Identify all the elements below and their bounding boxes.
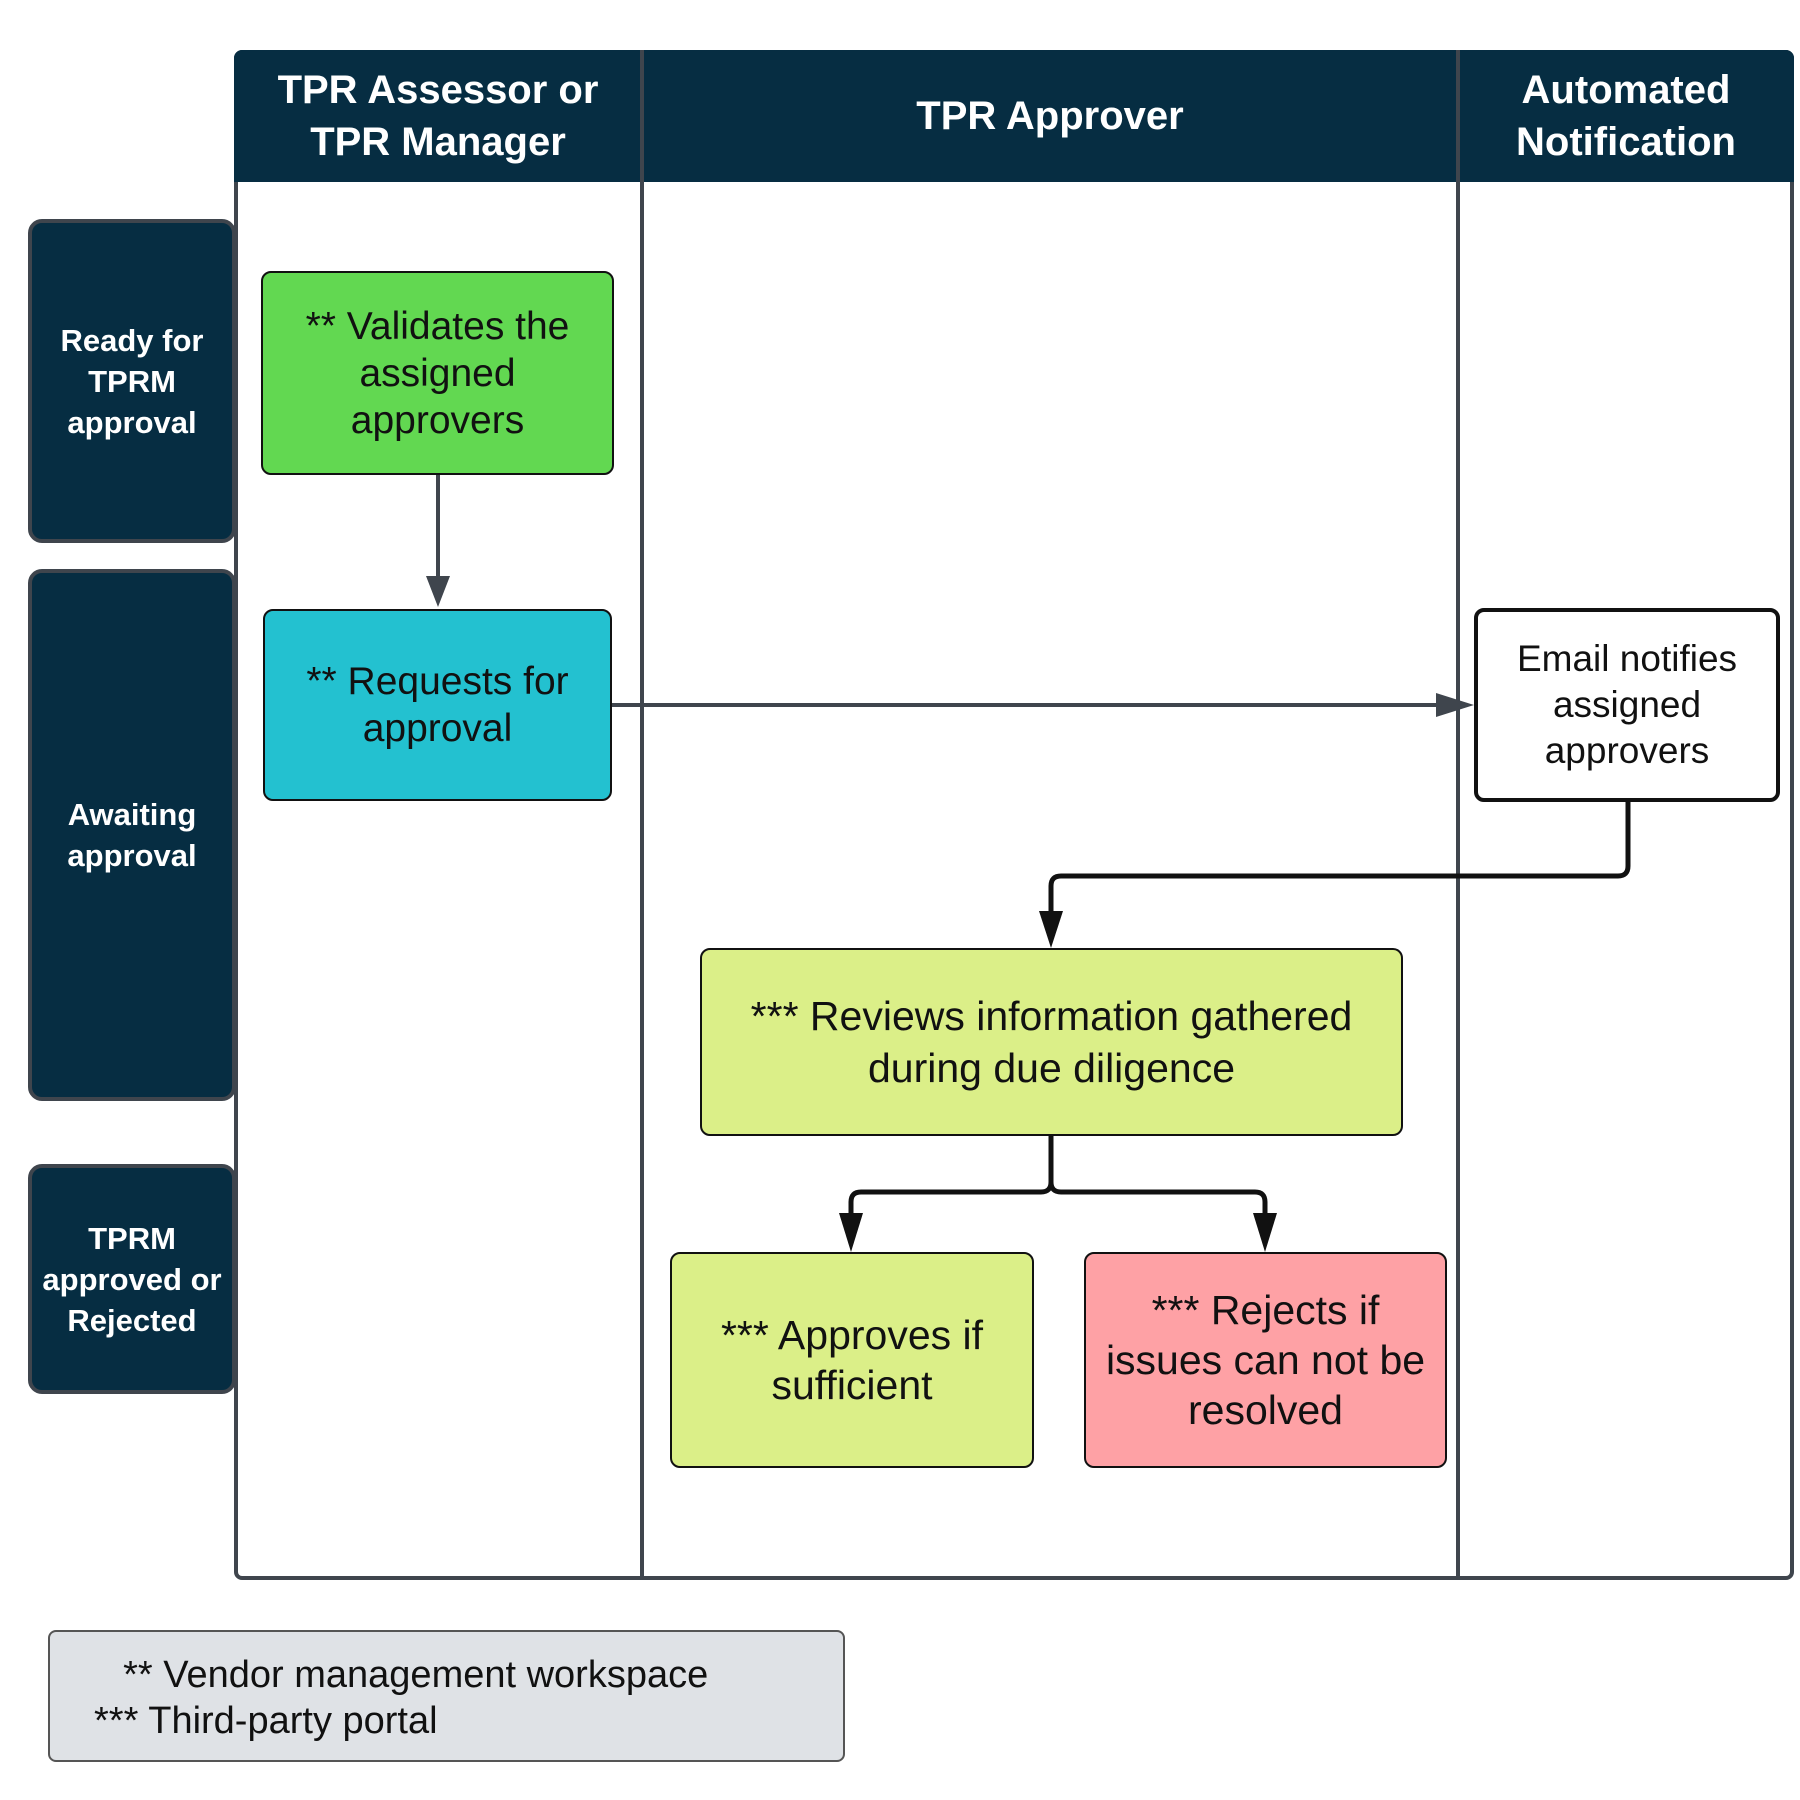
row-label-awaiting-approval: Awaiting approval — [28, 569, 236, 1101]
column-divider-2 — [1456, 50, 1460, 1580]
node-rejects-if-unresolved: *** Rejects if issues can not be resolve… — [1084, 1252, 1447, 1468]
node-reviews-information: *** Reviews information gathered during … — [700, 948, 1403, 1136]
column-header-approver: TPR Approver — [642, 50, 1458, 182]
node-email-notifies-approvers: Email notifies assigned approvers — [1474, 608, 1780, 802]
node-validates-approvers: ** Validates the assigned approvers — [261, 271, 614, 475]
legend-line-workspace: ** Vendor management workspace — [102, 1654, 709, 1696]
row-label-approved-or-rejected: TPRM approved or Rejected — [28, 1164, 236, 1394]
column-header-automated-notification: Automated Notification — [1458, 50, 1794, 182]
node-approves-if-sufficient: *** Approves if sufficient — [670, 1252, 1034, 1468]
legend-line-portal: *** Third-party portal — [94, 1700, 438, 1742]
column-divider-1 — [640, 50, 644, 1580]
column-header-assessor: TPR Assessor or TPR Manager — [234, 50, 642, 182]
legend-box: ** Vendor management workspace *** Third… — [48, 1630, 845, 1762]
node-requests-approval: ** Requests for approval — [263, 609, 612, 801]
row-label-ready-for-approval: Ready for TPRM approval — [28, 219, 236, 543]
